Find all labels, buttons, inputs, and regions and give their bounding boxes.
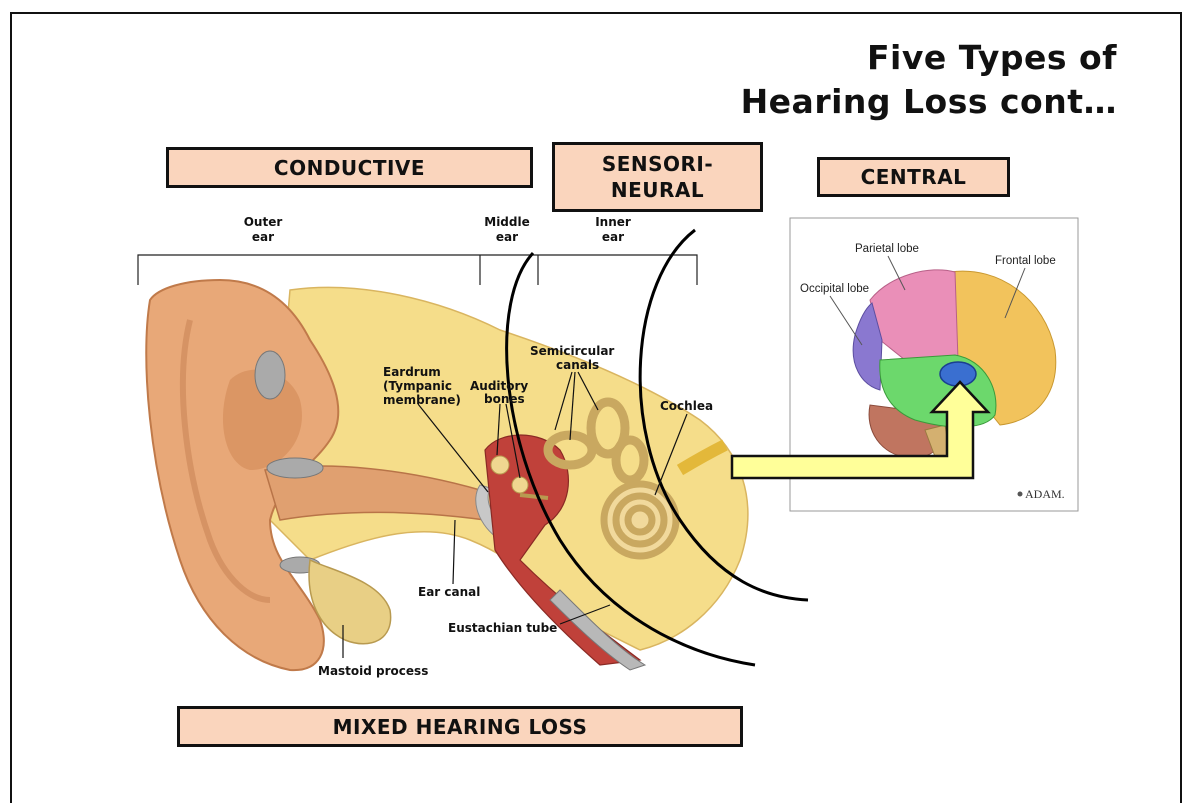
semicircular-label-1: Semicircular bbox=[530, 344, 614, 358]
cochlea-label: Cochlea bbox=[660, 399, 713, 413]
mixed-hearing-loss-box: MIXED HEARING LOSS bbox=[177, 706, 743, 747]
auditory-bones-label-1: Auditory bbox=[470, 379, 528, 393]
outer-ear-label-1: Outer bbox=[244, 215, 283, 229]
parietal-label: Parietal lobe bbox=[855, 243, 919, 255]
inner-ear-label-2: ear bbox=[602, 230, 624, 244]
malleus bbox=[491, 456, 509, 474]
eustachian-label: Eustachian tube bbox=[448, 621, 557, 635]
conductive-label: CONDUCTIVE bbox=[274, 156, 425, 180]
eardrum-label-3: membrane) bbox=[383, 393, 461, 407]
frontal-label: Frontal lobe bbox=[995, 255, 1056, 267]
conductive-box: CONDUCTIVE bbox=[166, 147, 533, 188]
central-box: CENTRAL bbox=[817, 157, 1010, 197]
occipital-label: Occipital lobe bbox=[800, 283, 869, 295]
ear-canal-label: Ear canal bbox=[418, 585, 480, 599]
inner-ear-label-1: Inner bbox=[595, 215, 631, 229]
sensorineural-box: SENSORI- NEURAL bbox=[552, 142, 763, 212]
adam-logo-icon bbox=[1018, 492, 1023, 497]
outer-ear-label-2: ear bbox=[252, 230, 274, 244]
sensorineural-label-2: NEURAL bbox=[611, 177, 704, 203]
adam-credit: ADAM. bbox=[1025, 487, 1065, 501]
cavity-2 bbox=[267, 458, 323, 478]
region-labels: Outer ear Middle ear Inner ear bbox=[244, 215, 631, 244]
central-label: CENTRAL bbox=[861, 165, 967, 189]
mastoid-label: Mastoid process bbox=[318, 664, 428, 678]
auditory-bones-label-2: bones bbox=[484, 392, 525, 406]
middle-ear-label-2: ear bbox=[496, 230, 518, 244]
sensorineural-label-1: SENSORI- bbox=[602, 151, 713, 177]
semicircular-label-2: canals bbox=[556, 358, 599, 372]
mixed-hearing-loss-label: MIXED HEARING LOSS bbox=[333, 715, 588, 739]
eardrum-label-1: Eardrum bbox=[383, 365, 441, 379]
incus bbox=[512, 477, 528, 493]
eardrum-label-2: (Tympanic bbox=[383, 379, 452, 393]
cavity-1 bbox=[255, 351, 285, 399]
middle-ear-label-1: Middle bbox=[484, 215, 530, 229]
